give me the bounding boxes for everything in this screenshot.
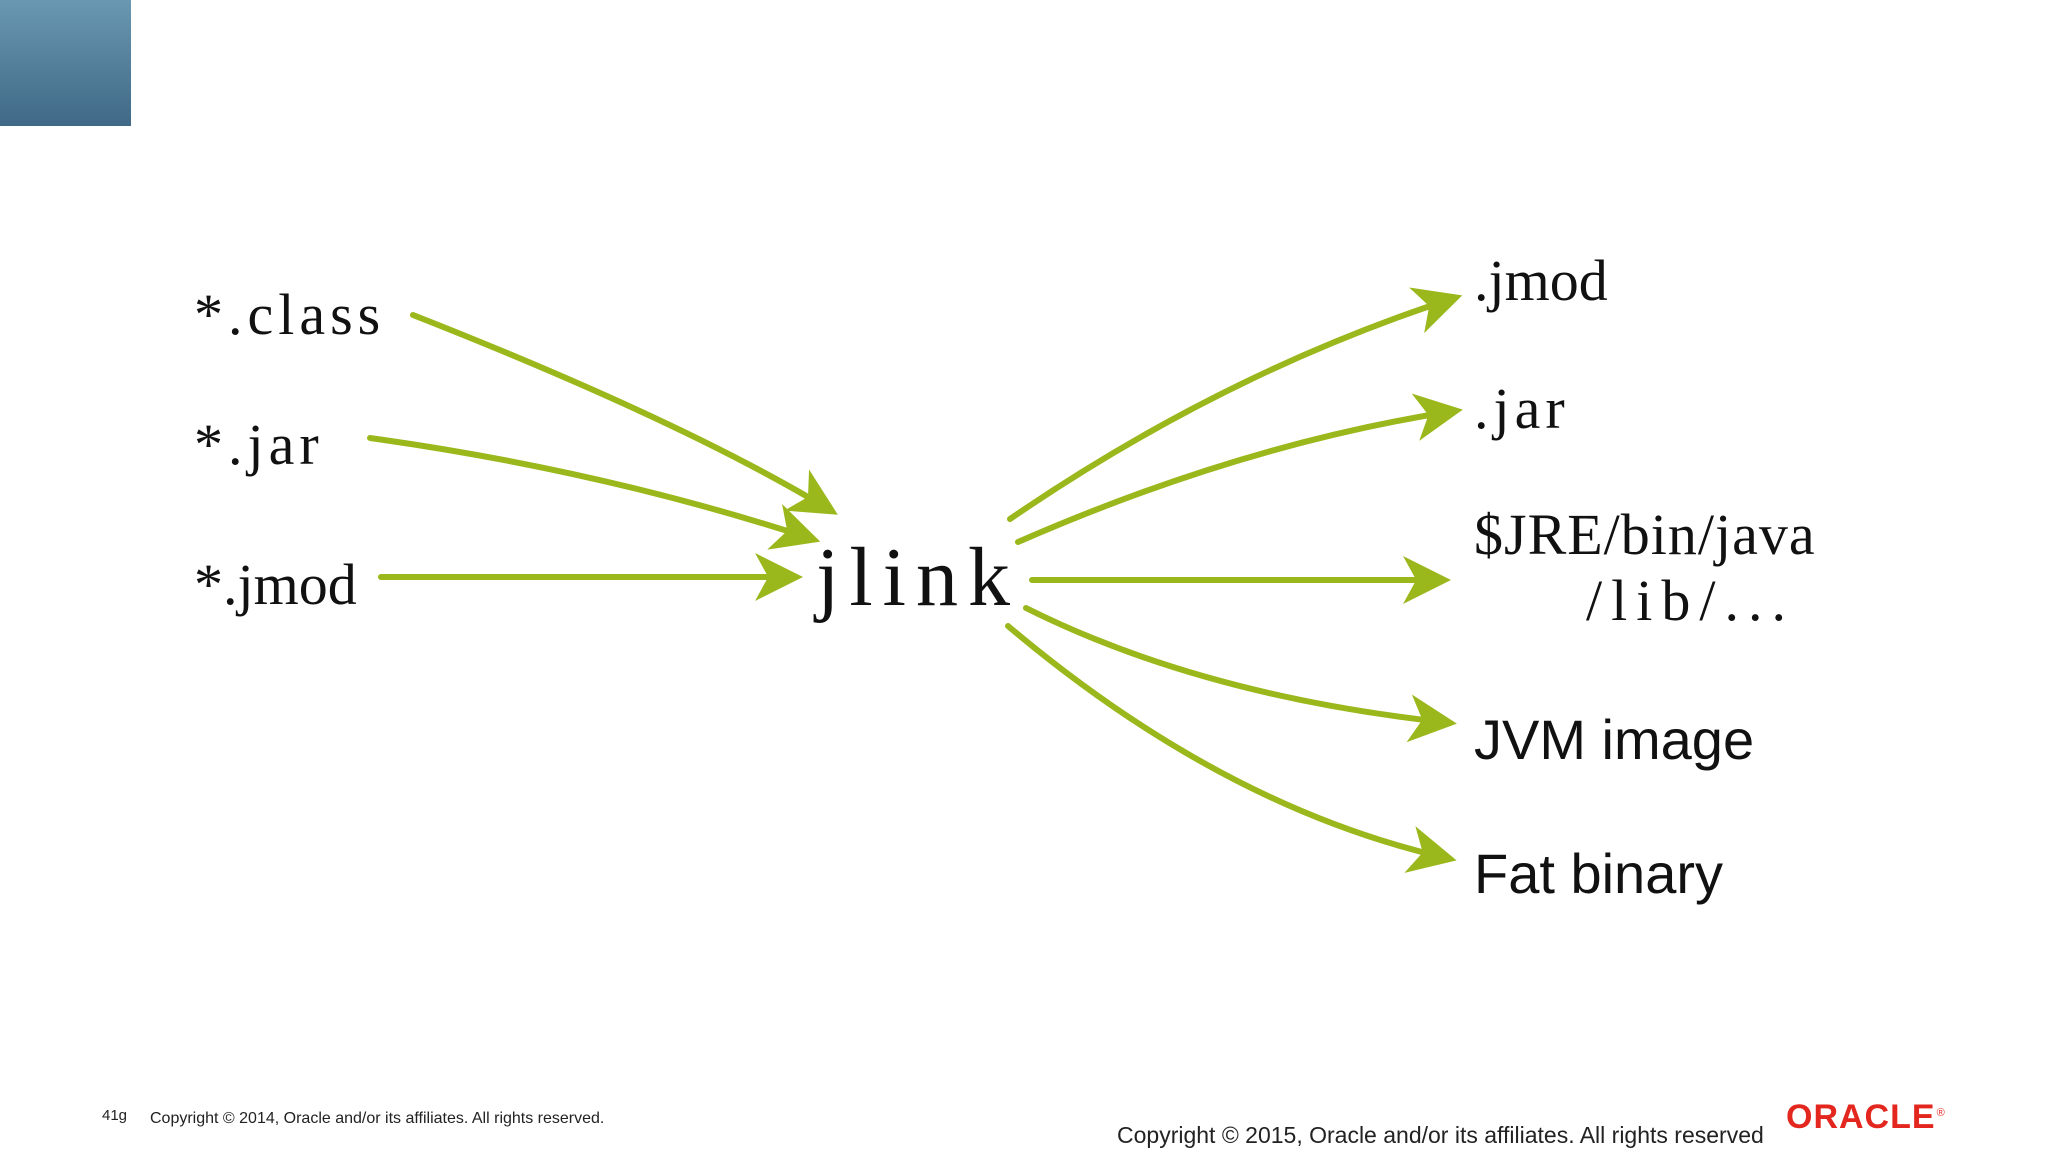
copyright-notice: Copyright © 2015, Oracle and/or its affi… (1117, 1122, 1764, 1148)
old-copyright: Copyright © 2014, Oracle and/or its affi… (150, 1110, 605, 1127)
oracle-logo: ORACLE® (1786, 1098, 1946, 1137)
input-jar-label: *.jar (194, 412, 324, 477)
oracle-logo-text: ORACLE (1786, 1098, 1936, 1136)
jlink-label: jlink (816, 531, 1021, 624)
output-jre-bin-label: $JRE/bin/java (1474, 502, 1816, 567)
arrow-class-to-jlink (410, 312, 838, 515)
registered-mark: ® (1936, 1106, 1946, 1119)
title-bar-block (0, 0, 131, 126)
input-class-label: *.class (194, 282, 386, 347)
output-jar-label: .jar (1474, 376, 1570, 441)
input-jmod-label: *.jmod (194, 552, 357, 617)
arrow-jlink-to-jvm-image (1023, 605, 1457, 743)
output-jmod-label: .jmod (1474, 248, 1608, 313)
arrow-jar-to-jlink (367, 435, 821, 550)
arrow-jlink-to-jar (1015, 393, 1463, 545)
output-fat-binary-label: Fat binary (1474, 842, 1723, 905)
output-jvm-image-label: JVM image (1474, 708, 1755, 771)
arrow-jlink-to-jmod (1007, 287, 1463, 522)
output-jre-lib-label: /lib/... (1586, 568, 1795, 633)
arrow-jlink-to-fat-binary (1005, 623, 1457, 873)
slide-number: 41g (102, 1107, 128, 1124)
